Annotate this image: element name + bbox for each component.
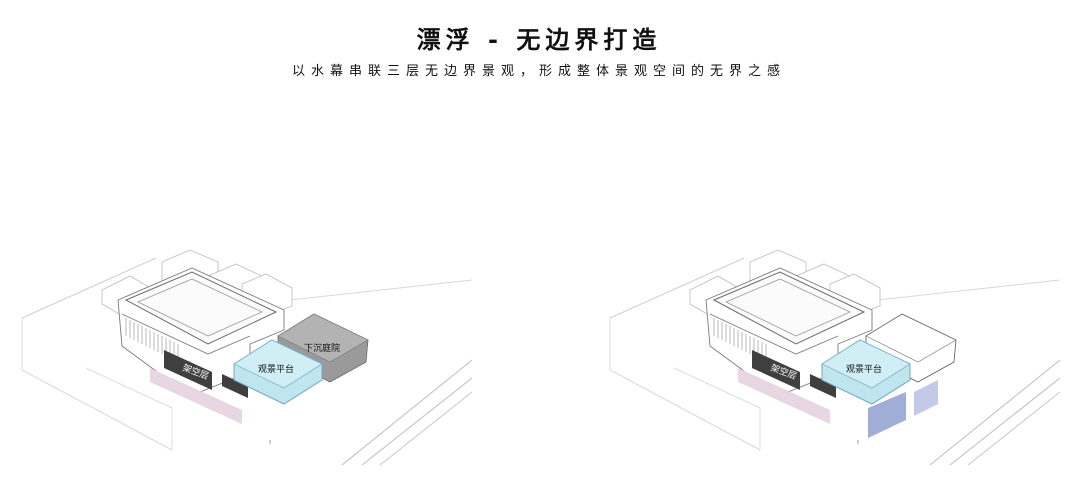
page-title: 漂浮 - 无边界打造 [416,26,662,54]
label-viewing-platform: 观景平台 [258,363,294,375]
diagram-right: 观景平台 架空层 [609,249,1061,466]
label-sunken-courtyard: 下沉庭院 [304,342,340,354]
page-subtitle: 以水幕串联三层无边界景观，形成整体景观空间的无界之感 [291,64,786,79]
water-curtain-right [914,380,938,416]
label-viewing-platform: 观景平台 [846,363,882,375]
diagram-left: 观景平台 下沉庭院 架空层 [21,249,473,466]
water-curtain-left [868,392,906,438]
